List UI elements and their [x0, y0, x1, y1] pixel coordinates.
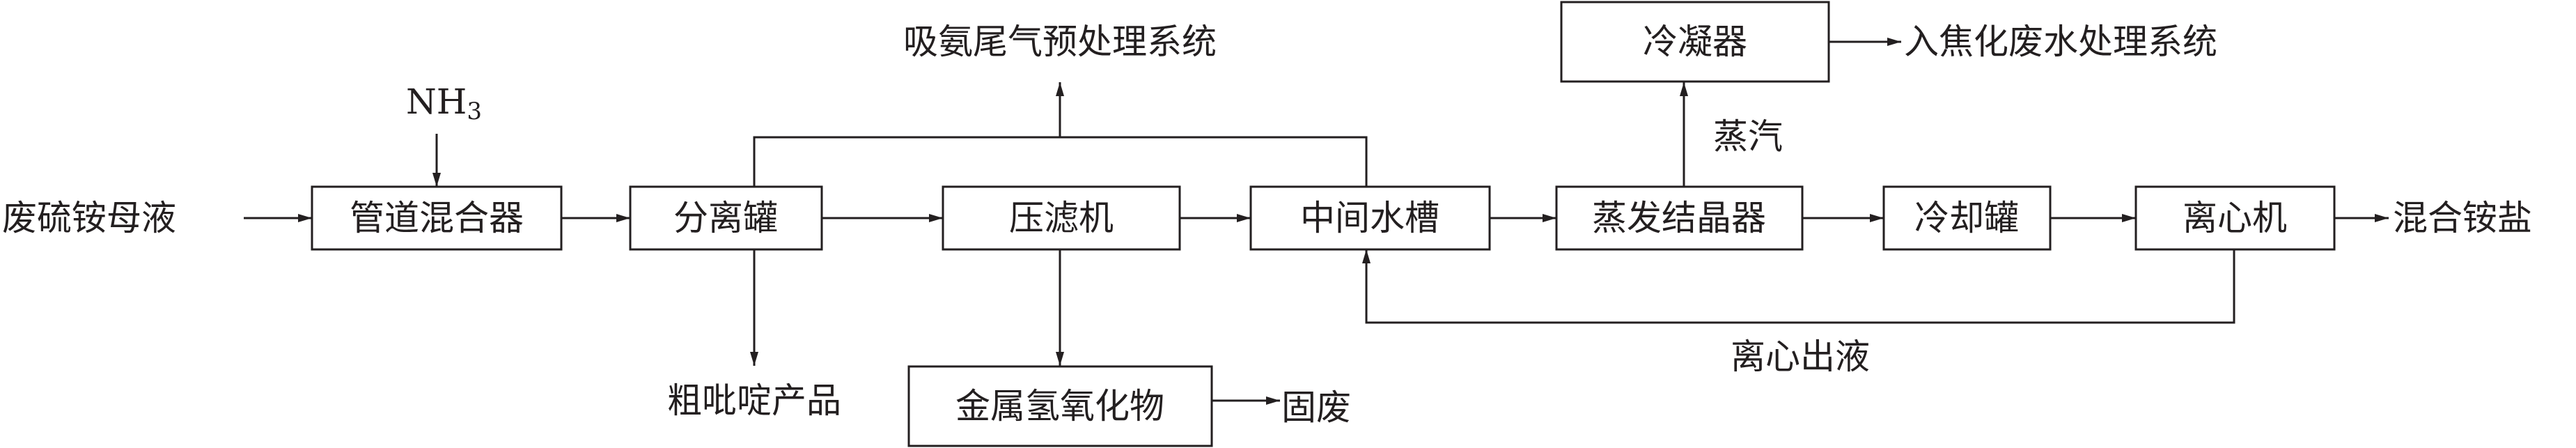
line-vent-collector [753, 136, 1368, 187]
process-nodes: 管道混合器 分离罐 压滤机 中间水槽 蒸发结晶器 冷却罐 离心机 冷凝器 [311, 1, 2336, 447]
label-centrifuge-liquor: 离心出液 [1731, 337, 1870, 377]
node-label: 冷却罐 [1914, 198, 2019, 238]
nh3-text: NH [406, 82, 467, 122]
node-filter-press: 压滤机 [942, 185, 1181, 251]
node-label: 压滤机 [1009, 198, 1114, 238]
arrow-centrifuge-liquor-recycle [1362, 249, 2235, 324]
node-label: 分离罐 [673, 198, 778, 238]
label-nh3: NH3 [406, 82, 482, 125]
node-separator-tank: 分离罐 [629, 185, 823, 251]
node-condenser: 冷凝器 [1560, 1, 1830, 83]
node-label: 中间水槽 [1300, 198, 1439, 238]
node-label: 冷凝器 [1643, 22, 1747, 62]
node-label: 蒸发结晶器 [1592, 198, 1766, 238]
node-intermediate-tank: 中间水槽 [1249, 185, 1491, 251]
label-product: 混合铵盐 [2393, 198, 2532, 238]
label-steam: 蒸汽 [1713, 116, 1783, 157]
connectors [244, 38, 2389, 405]
node-label: 金属氢氧化物 [955, 386, 1164, 426]
label-crude-pyridine: 粗吡啶产品 [667, 380, 841, 421]
node-label: 管道混合器 [350, 198, 524, 238]
label-solid-waste: 固废 [1281, 387, 1351, 428]
label-to-coking-wastewater: 入焦化废水处理系统 [1904, 22, 2217, 62]
label-ammonia-pretreat: 吸氨尾气预处理系统 [903, 22, 1217, 62]
nh3-subscript: 3 [467, 98, 482, 125]
node-cooling-tank: 冷却罐 [1882, 185, 2052, 251]
label-feed: 废硫铵母液 [2, 198, 176, 238]
node-centrifuge: 离心机 [2134, 185, 2336, 251]
node-pipeline-mixer: 管道混合器 [311, 185, 563, 251]
node-label: 离心机 [2183, 198, 2287, 238]
stream-labels: 废硫铵母液 NH3 吸氨尾气预处理系统 粗吡啶产品 固废 蒸汽 入焦化废水处理系… [2, 22, 2532, 428]
node-metal-hydroxide: 金属氢氧化物 [907, 365, 1213, 447]
node-evaporative-crystallizer: 蒸发结晶器 [1555, 185, 1804, 251]
